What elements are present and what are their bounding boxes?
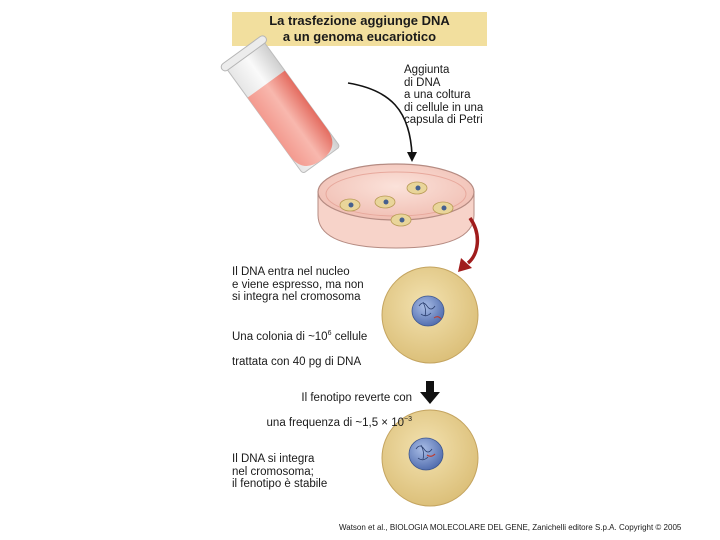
test-tube [220,35,340,173]
add-dna-label: Aggiunta di DNA a una coltura di cellule… [404,64,484,126]
cell-integrated [381,409,479,507]
red-arrowhead [458,258,472,272]
colony-suffix: cellule [331,330,368,343]
phenotype-line-1: Il fenotipo reverte con [301,391,412,404]
colony-exponent: 6 [327,329,332,337]
figure-title: La trasfezione aggiunge DNA a un genoma … [232,12,487,46]
red-arrow-to-cell [466,216,480,265]
title-line-2: a un genoma eucariotico [282,29,437,44]
black-arrow-to-dish [347,82,413,156]
integration-label: Il DNA si integra nel cromosoma; il feno… [232,453,328,490]
title-line-1: La trasfezione aggiunge DNA [269,13,450,28]
phenotype-prefix: una frequenza di ~1,5 × 10 [266,416,405,429]
integrated-dna [426,453,436,457]
copyright-footer: Watson et al., BIOLOGIA MOLECOLARE DEL G… [339,523,682,532]
petri-dish [317,163,475,249]
colony-prefix: Una colonia di ~10 [232,330,328,343]
cell-transient [381,266,479,364]
phenotype-exponent: −3 [404,415,412,423]
nucleus-entry-label: Il DNA entra nel nucleo e viene espresso… [232,266,364,303]
colony-label: Una colonia di ~106 cellule trattata con… [232,318,367,368]
black-arrowhead [407,152,417,162]
plasmid-dna [433,316,442,320]
colony-line-2: trattata con 40 pg di DNA [232,355,362,368]
phenotype-label: Il fenotipo reverte con una frequenza di… [262,379,412,429]
down-arrow [420,381,440,404]
